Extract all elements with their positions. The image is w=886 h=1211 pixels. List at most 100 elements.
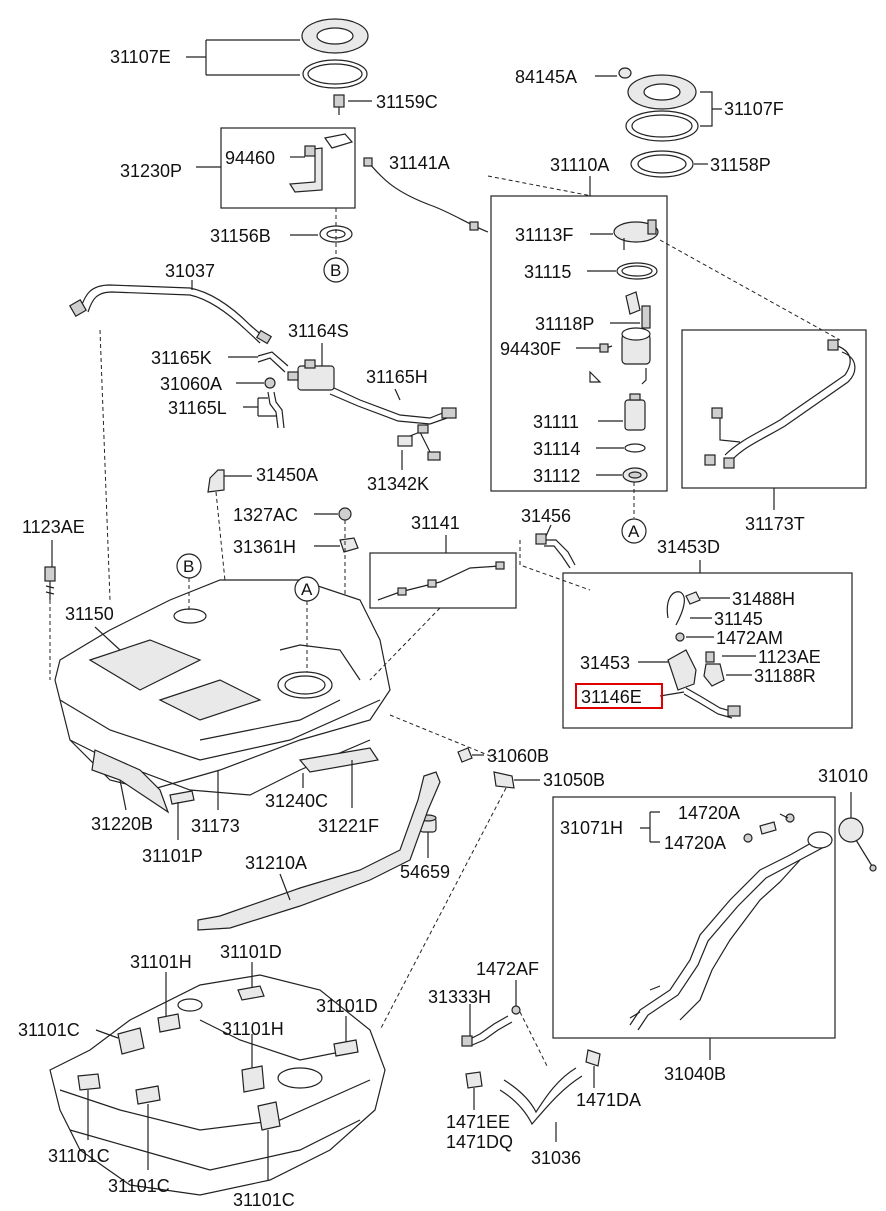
label-31221F[interactable]: 31221F bbox=[318, 816, 379, 836]
part-1472AM-clamp[interactable] bbox=[675, 632, 685, 642]
label-31107F[interactable]: 31107F bbox=[724, 99, 784, 119]
label-31101C-3[interactable]: 31101C bbox=[108, 1176, 170, 1196]
label-31060A[interactable]: 31060A bbox=[160, 374, 222, 394]
label-31230P[interactable]: 31230P bbox=[120, 161, 182, 181]
part-31101C-pad-4[interactable] bbox=[257, 1101, 281, 1131]
part-31159C-bolt[interactable] bbox=[333, 94, 345, 115]
label-31158P[interactable]: 31158P bbox=[710, 155, 771, 175]
label-31333H[interactable]: 31333H bbox=[428, 987, 491, 1007]
part-1471DA-clamp[interactable] bbox=[585, 1049, 601, 1067]
label-31342K[interactable]: 31342K bbox=[367, 474, 429, 494]
label-1472AM[interactable]: 1472AM bbox=[716, 628, 783, 648]
label-31060B[interactable]: 31060B bbox=[487, 746, 549, 766]
part-31453-valve[interactable] bbox=[667, 649, 697, 691]
label-84145A[interactable]: 84145A bbox=[515, 67, 577, 87]
part-31107F-cover[interactable] bbox=[625, 74, 699, 142]
label-31110A[interactable]: 31110A bbox=[550, 155, 609, 175]
label-31173[interactable]: 31173 bbox=[191, 816, 240, 836]
label-31164S[interactable]: 31164S bbox=[288, 321, 349, 341]
label-1471DQ[interactable]: 1471DQ bbox=[446, 1132, 513, 1152]
part-31060B-clamp[interactable] bbox=[457, 747, 473, 763]
part-31101C-pad-2[interactable] bbox=[77, 1073, 101, 1091]
label-31150[interactable]: 31150 bbox=[65, 604, 114, 624]
label-31101C-4[interactable]: 31101C bbox=[233, 1190, 295, 1210]
part-31112-filter[interactable] bbox=[622, 467, 648, 483]
label-31101C-2[interactable]: 31101C bbox=[48, 1146, 110, 1166]
label-31453[interactable]: 31453 bbox=[580, 653, 630, 673]
part-31456-connector[interactable] bbox=[535, 533, 576, 569]
part-31113F-flange[interactable] bbox=[613, 219, 659, 250]
part-31101D-pad-1[interactable] bbox=[237, 985, 265, 1001]
part-31210A-strap[interactable] bbox=[197, 771, 441, 931]
part-31164S-canister[interactable] bbox=[287, 359, 335, 391]
part-1123AE-bolt-right[interactable] bbox=[705, 651, 715, 663]
part-14720A-clip-2[interactable] bbox=[743, 821, 777, 843]
label-94430F[interactable]: 94430F bbox=[500, 339, 561, 359]
label-31165H[interactable]: 31165H bbox=[366, 367, 428, 387]
part-31010-fuel-cap[interactable] bbox=[838, 817, 877, 872]
label-31165K[interactable]: 31165K bbox=[151, 348, 212, 368]
label-31040B[interactable]: 31040B bbox=[664, 1064, 726, 1084]
label-31173T[interactable]: 31173T bbox=[745, 514, 805, 534]
label-31115[interactable]: 31115 bbox=[524, 262, 571, 282]
part-31165K-hose[interactable] bbox=[257, 351, 289, 373]
label-14720A-2[interactable]: 14720A bbox=[664, 833, 726, 853]
part-31141-wire[interactable] bbox=[377, 561, 505, 601]
part-31173T-harness[interactable] bbox=[704, 339, 856, 469]
label-31456[interactable]: 31456 bbox=[521, 506, 571, 526]
part-31158P-ring[interactable] bbox=[630, 150, 694, 178]
part-31036-hose[interactable] bbox=[499, 1067, 583, 1126]
part-31165L-hose[interactable] bbox=[267, 391, 285, 429]
part-31150-fuel-tank[interactable] bbox=[54, 579, 391, 796]
part-1123AE-bolt[interactable] bbox=[44, 566, 56, 600]
label-31488H[interactable]: 31488H bbox=[732, 589, 795, 609]
part-1472AF-clamp[interactable] bbox=[511, 1005, 521, 1015]
label-31071H[interactable]: 31071H bbox=[560, 818, 623, 838]
label-31036[interactable]: 31036 bbox=[531, 1148, 581, 1168]
part-31114-ring[interactable] bbox=[624, 443, 646, 453]
label-31037[interactable]: 31037 bbox=[165, 261, 215, 281]
part-31220B-bracket[interactable] bbox=[91, 749, 170, 814]
part-94460-sender[interactable] bbox=[288, 133, 354, 193]
label-31101D-1[interactable]: 31101D bbox=[220, 942, 282, 962]
label-31145[interactable]: 31145 bbox=[714, 609, 763, 629]
label-31210A[interactable]: 31210A bbox=[245, 853, 307, 873]
part-31111-pump[interactable] bbox=[624, 393, 646, 431]
label-94460[interactable]: 94460 bbox=[225, 148, 275, 168]
label-31453D[interactable]: 31453D bbox=[657, 537, 720, 557]
label-31107E[interactable]: 31107E bbox=[110, 47, 171, 67]
label-31141A[interactable]: 31141A bbox=[389, 153, 450, 173]
part-31141A-wire[interactable] bbox=[363, 157, 489, 233]
label-1471EE[interactable]: 1471EE bbox=[446, 1112, 510, 1132]
label-31159C[interactable]: 31159C bbox=[376, 92, 438, 112]
part-31118P-regulator[interactable] bbox=[625, 291, 651, 329]
part-31361H-clip[interactable] bbox=[339, 537, 359, 553]
label-31050B[interactable]: 31050B bbox=[543, 770, 605, 790]
part-31101P-pad[interactable] bbox=[169, 790, 195, 805]
part-31488H-hose[interactable] bbox=[666, 591, 685, 626]
label-31118P[interactable]: 31118P bbox=[535, 314, 594, 334]
part-31101H-pad-1[interactable] bbox=[157, 1013, 181, 1033]
label-31114[interactable]: 31114 bbox=[533, 439, 580, 459]
label-14720A-1[interactable]: 14720A bbox=[678, 803, 740, 823]
label-31156B[interactable]: 31156B bbox=[210, 226, 271, 246]
label-31220B[interactable]: 31220B bbox=[91, 814, 153, 834]
label-31101H-2[interactable]: 31101H bbox=[222, 1019, 284, 1039]
label-1123AE-right[interactable]: 1123AE bbox=[758, 647, 821, 667]
label-31188R[interactable]: 31188R bbox=[754, 666, 816, 686]
label-31101H-1[interactable]: 31101H bbox=[130, 952, 192, 972]
circle-ref-A-tank[interactable]: A bbox=[294, 576, 320, 602]
label-31111[interactable]: 31111 bbox=[533, 412, 579, 432]
label-1123AE-left[interactable]: 1123AE bbox=[22, 517, 85, 537]
label-31101C-1[interactable]: 31101C bbox=[18, 1020, 80, 1040]
label-31141[interactable]: 31141 bbox=[411, 513, 460, 533]
label-31146E[interactable]: 31146E bbox=[581, 687, 642, 707]
label-31112[interactable]: 31112 bbox=[533, 466, 580, 486]
part-31060A-clamp[interactable] bbox=[264, 377, 276, 389]
part-31188R-bracket[interactable] bbox=[703, 663, 725, 687]
part-31050B-hose[interactable] bbox=[493, 771, 515, 789]
part-31165H-hose[interactable] bbox=[329, 387, 457, 425]
part-94430F-pump-body[interactable] bbox=[589, 327, 651, 385]
label-31101P[interactable]: 31101P bbox=[142, 846, 203, 866]
label-31101D-2[interactable]: 31101D bbox=[316, 996, 378, 1016]
